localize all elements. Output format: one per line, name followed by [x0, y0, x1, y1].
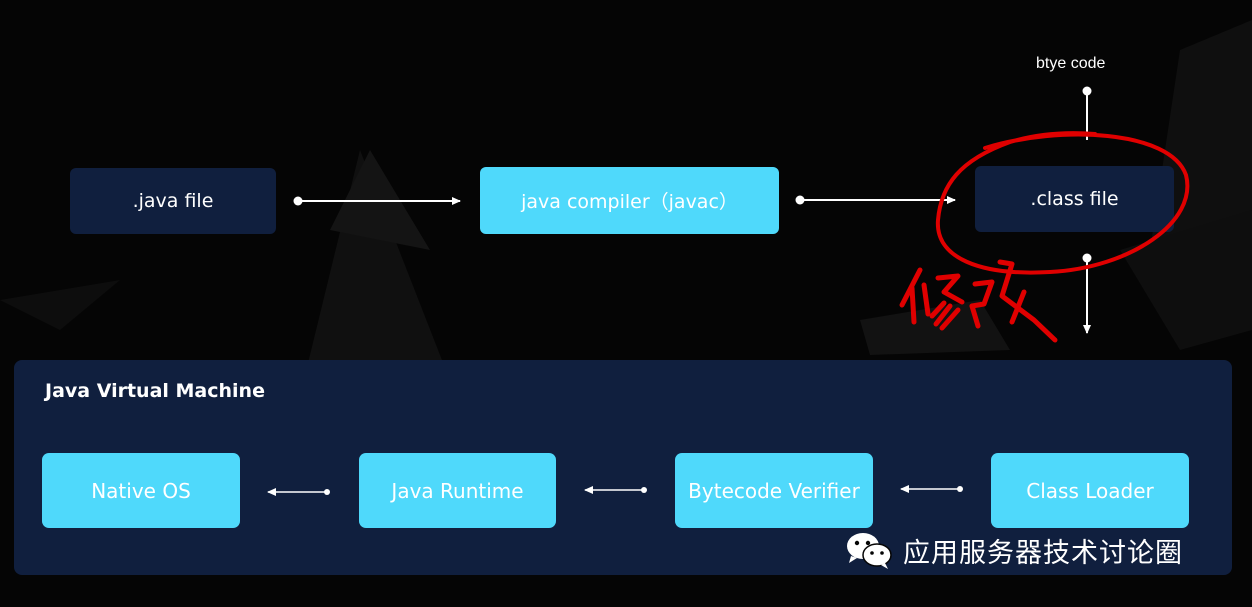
watermark-text: 应用服务器技术讨论圈 — [903, 537, 1183, 569]
class-file-label: .class file — [1030, 188, 1119, 210]
bytecode-verifier-box: Bytecode Verifier — [675, 453, 873, 528]
class-file-box: .class file — [975, 166, 1174, 232]
java-compiler-box: java compiler（javac） — [480, 167, 779, 234]
class-loader-box: Class Loader — [991, 453, 1189, 528]
java-file-label: .java file — [132, 190, 214, 212]
class-loader-label: Class Loader — [1026, 478, 1154, 503]
watermark: 应用服务器技术讨论圈 — [845, 530, 1183, 570]
native-os-box: Native OS — [42, 453, 240, 528]
bytecode-label: btye code — [1036, 55, 1106, 72]
java-runtime-label: Java Runtime — [391, 478, 524, 503]
bytecode-verifier-label: Bytecode Verifier — [688, 478, 860, 503]
wechat-icon — [847, 533, 892, 569]
jvm-title: Java Virtual Machine — [45, 380, 265, 402]
native-os-label: Native OS — [91, 478, 191, 503]
java-file-box: .java file — [70, 168, 276, 234]
java-runtime-box: Java Runtime — [359, 453, 556, 528]
java-compiler-label: java compiler（javac） — [521, 191, 738, 213]
